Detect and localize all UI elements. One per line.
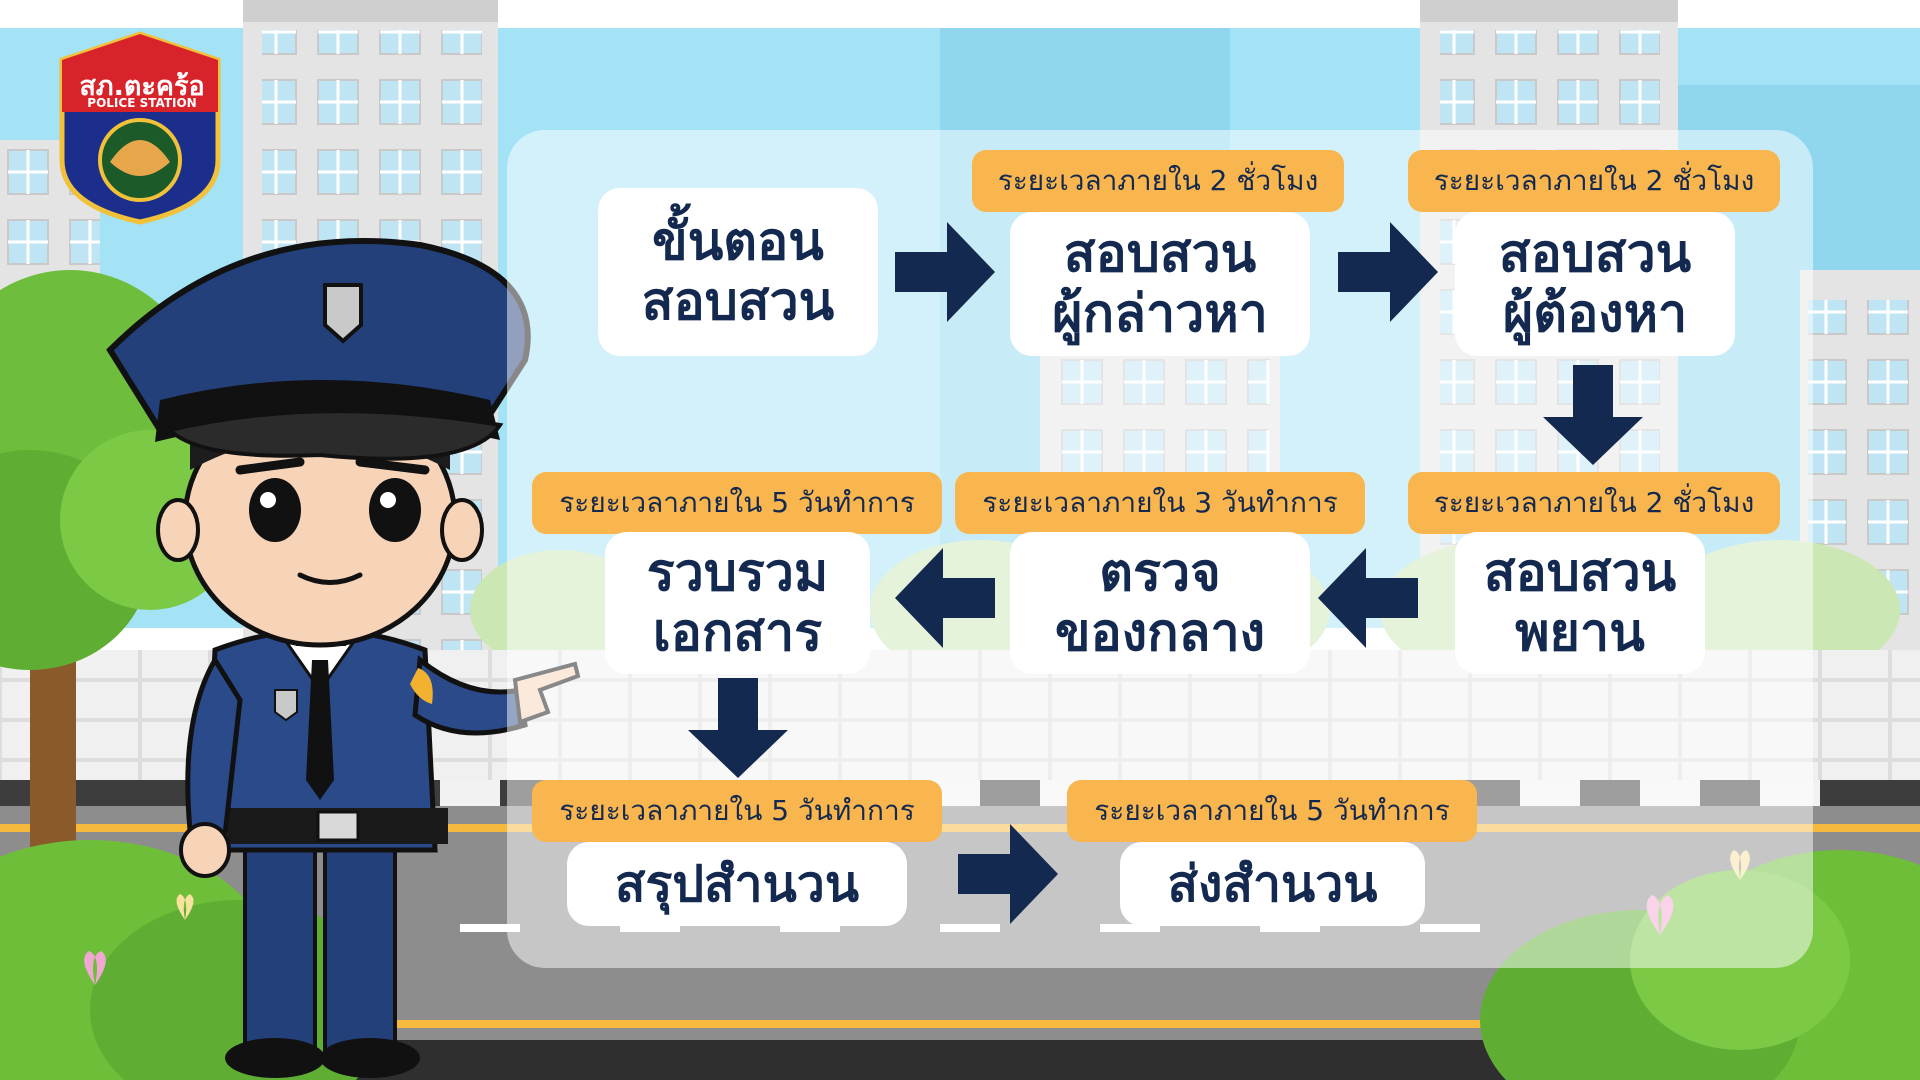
police-station-logo bbox=[59, 31, 221, 225]
step-summarize-box: สรุปสำนวน bbox=[567, 842, 907, 926]
step-start-box: ขั้นตอน สอบสวน bbox=[598, 188, 878, 356]
police-officer-illustration bbox=[106, 237, 581, 1078]
road-line-yellow-bottom bbox=[0, 1020, 1920, 1028]
step-documents-time-badge: ระยะเวลาภายใน 5 วันทำการ bbox=[532, 472, 942, 534]
step-witness-box: สอบสวน พยาน bbox=[1455, 532, 1705, 674]
step-evidence-box: ตรวจ ของกลาง bbox=[1010, 532, 1310, 674]
step-documents-box: รวบรวม เอกสาร bbox=[605, 532, 870, 674]
step-witness-time-badge: ระยะเวลาภายใน 2 ชั่วโมง bbox=[1408, 472, 1780, 534]
arrow-evidence-to-documents bbox=[895, 548, 995, 648]
step-send-box: ส่งสำนวน bbox=[1120, 842, 1425, 926]
step-accused-time-badge: ระยะเวลาภายใน 2 ชั่วโมง bbox=[1408, 150, 1780, 212]
step-send-time-badge: ระยะเวลาภายใน 5 วันทำการ bbox=[1067, 780, 1477, 842]
arrow-documents-to-summarize bbox=[688, 678, 788, 778]
logo-subtitle: POLICE STATION bbox=[87, 96, 197, 110]
arrow-accused-to-witness bbox=[1543, 365, 1643, 465]
logo-title: สภ.ตะคร้อ bbox=[79, 71, 205, 102]
step-evidence-time-badge: ระยะเวลาภายใน 3 วันทำการ bbox=[955, 472, 1365, 534]
step-summarize-time-badge: ระยะเวลาภายใน 5 วันทำการ bbox=[532, 780, 942, 842]
arrow-witness-to-evidence bbox=[1318, 548, 1418, 648]
step-accused-box: สอบสวน ผู้ต้องหา bbox=[1455, 212, 1735, 356]
arrow-summarize-to-send bbox=[958, 824, 1058, 924]
step-accuser-time-badge: ระยะเวลาภายใน 2 ชั่วโมง bbox=[972, 150, 1344, 212]
step-accuser-box: สอบสวน ผู้กล่าวหา bbox=[1010, 212, 1310, 356]
arrow-accuser-to-accused bbox=[1338, 222, 1438, 322]
arrow-start-to-accuser bbox=[895, 222, 995, 322]
